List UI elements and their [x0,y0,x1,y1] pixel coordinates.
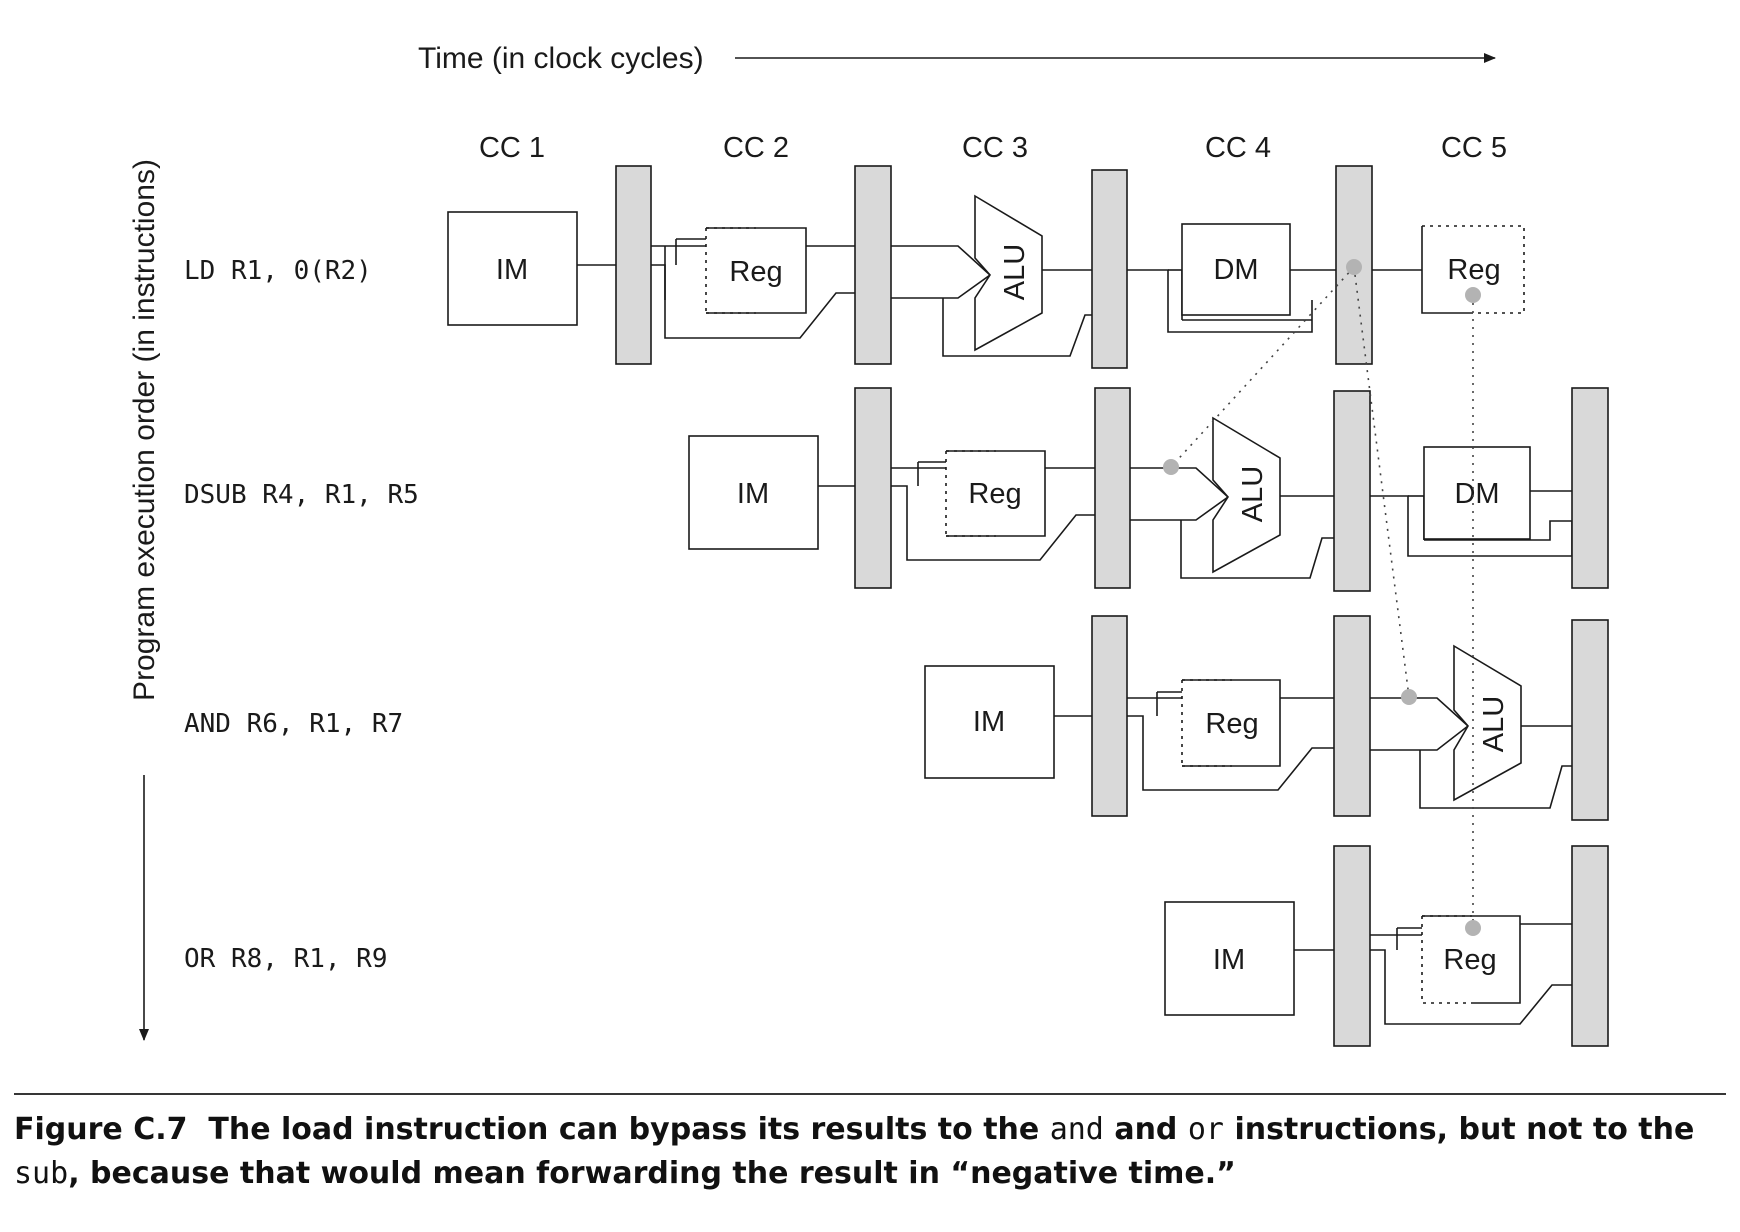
figure-caption: Figure C.7 The load instruction can bypa… [14,1108,1726,1196]
instruction-label: DSUB R4, R1, R5 [184,480,419,510]
reg-stage-label: Reg [1443,944,1496,976]
time-axis-label: Time (in clock cycles) [418,42,704,75]
reg-stage-dotted [1182,679,1232,767]
alu-stage-label: ALU [1478,696,1510,752]
reg-wire [1370,949,1572,1025]
reg-wire [891,485,1095,561]
caption-text: instructions, but not to the [1234,1112,1695,1147]
forward-target-dot [1401,689,1417,705]
caption-text: , because that would mean forwarding the… [68,1156,1236,1191]
pipeline-latch [1094,387,1131,589]
caption-code-or: or [1187,1112,1224,1147]
forward-to-dsub-path [1170,266,1355,468]
im-stage [1164,901,1295,1016]
forwarding-dots [1163,259,1481,936]
pipeline-latch [1333,615,1371,817]
reg-stage-solid [1421,226,1470,314]
cycle-label: CC 3 [962,132,1028,164]
im-stage [924,665,1055,779]
pipeline-latch [854,387,892,589]
reg-stage-label: Reg [1205,708,1258,740]
im-stage-label: IM [496,254,528,286]
im-stage-label: IM [973,706,1005,738]
caption-code-and: and [1049,1112,1104,1147]
forwarding-paths [1170,266,1474,928]
pipeline-latch [615,165,652,365]
caption-text: The load instruction can bypass its resu… [208,1112,1040,1147]
im-stage-label: IM [1213,944,1245,976]
pipeline-latch [1571,619,1609,821]
alu-stage [1453,644,1522,802]
im-stage [688,435,819,550]
forward-source-dot [1346,259,1362,275]
pipeline-latch [1091,169,1128,369]
caption-label: Figure C.7 [14,1112,188,1147]
im-stage-label: IM [737,478,769,510]
forward-source-dot [1465,287,1481,303]
pipeline-latch [1333,845,1371,1047]
pipeline-latch [854,165,892,365]
pipeline-latch [1571,845,1609,1047]
reg-stage-dotted [1422,225,1525,314]
alu-wire [1419,750,1572,809]
reg-stage-dotted [946,450,996,537]
pipeline-diagram: Time (in clock cycles) Program execution… [14,42,1726,1095]
alu-wire [942,298,1092,357]
pipeline-row-dsub: IM Reg ALU DM [688,387,1609,592]
cycle-label: CC 4 [1205,132,1271,164]
cycle-label: CC 1 [479,132,545,164]
instruction-labels: LD R1, 0(R2) DSUB R4, R1, R5 AND R6, R1,… [184,256,419,974]
dm-wire [1127,269,1313,333]
caption-code-sub: sub [14,1156,69,1191]
cycle-label: CC 2 [723,132,789,164]
pipeline-row-ld: IM Reg ALU DM Reg [447,165,1525,369]
forward-target-dot [1465,920,1481,936]
pipeline-latch [1091,615,1128,817]
im-stage [447,211,578,326]
pipeline-latch [1571,387,1609,589]
reg-stage-label: Reg [1447,254,1500,286]
reg-stage-label: Reg [729,256,782,288]
alu-wire [1180,520,1334,579]
caption-text: and [1114,1112,1178,1147]
reg-stage-label: Reg [968,478,1021,510]
pipeline-latch [1333,390,1371,592]
alu-stage [974,194,1043,352]
reg-wire [1127,715,1334,791]
alu-stage-label: ALU [999,244,1031,300]
instruction-label: LD R1, 0(R2) [184,256,372,286]
dm-stage-label: DM [1454,478,1499,510]
dm-wire [1424,520,1572,541]
cycle-label: CC 5 [1441,132,1507,164]
forward-to-and-path [1353,266,1410,698]
pipeline-row-or: IM Reg [1164,845,1609,1047]
alu-stage-label: ALU [1237,466,1269,522]
dm-stage-label: DM [1213,254,1258,286]
cycle-headers: CC 1 CC 2 CC 3 CC 4 CC 5 [479,132,1507,164]
pipeline-row-and: IM Reg ALU [924,615,1609,821]
alu-stage [1212,416,1281,574]
order-axis-label: Program execution order (in instructions… [128,159,161,701]
dm-stage [1423,446,1531,540]
forward-target-dot [1163,459,1179,475]
instruction-label: OR R8, R1, R9 [184,944,388,974]
reg-stage-dotted [1421,916,1472,1004]
instruction-label: AND R6, R1, R7 [184,709,403,739]
